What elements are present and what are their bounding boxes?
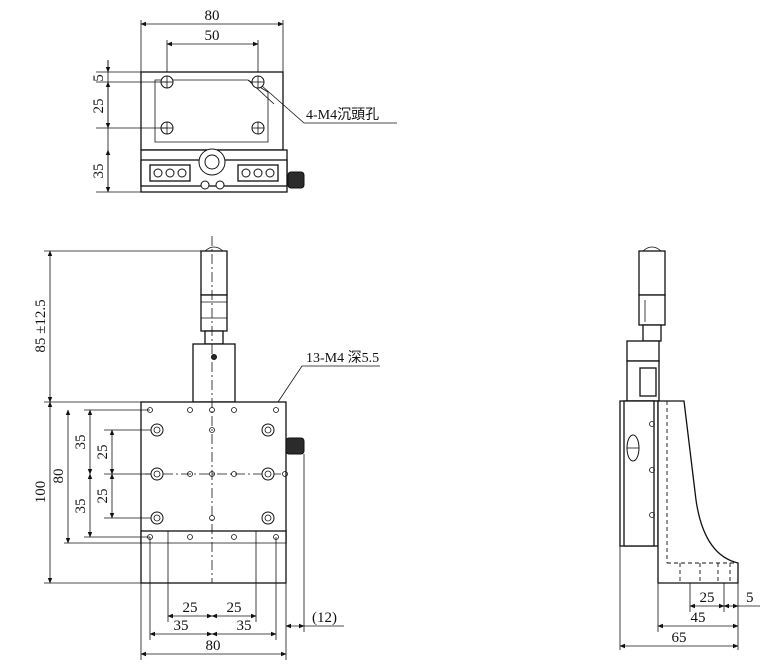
counterbore-hole (261, 511, 275, 525)
dim-foot-hole-spacing: 25 (700, 590, 715, 606)
dim-row-spacing-lower: 35 (73, 499, 89, 514)
side-bracket (657, 400, 739, 584)
dim-overall-depth: 65 (672, 630, 687, 646)
dim-total-height: 100 (33, 481, 49, 504)
dim-knob-offset: (12) (312, 610, 337, 626)
dim-top-hole-pitch: 25 (91, 99, 107, 114)
micrometer-sleeve (192, 343, 236, 403)
note-threaded-holes: 13-M4 深5.5 (306, 350, 379, 366)
counterbore-hole (251, 121, 265, 135)
dim-inner-spacing-upper: 25 (95, 445, 111, 460)
counterbore-hole (261, 467, 275, 481)
counterbore-hole (261, 423, 275, 437)
dim-top-width-holes: 50 (205, 28, 220, 44)
dim-col-outer-right: 35 (237, 618, 252, 634)
dim-col-inner-right: 25 (227, 600, 242, 616)
counterbore-hole (150, 467, 164, 481)
dim-micrometer-height: 85 ±12.5 (33, 299, 49, 352)
dim-table-height: 80 (51, 469, 67, 484)
front-view: 13-M4 深5.5 85 ±12.5 100 80 35 35 25 25 (33, 236, 380, 660)
dim-bottom-width: 80 (206, 638, 221, 654)
dim-inner-spacing-lower: 25 (95, 489, 111, 504)
dim-col-outer-left: 35 (174, 618, 189, 634)
counterbore-hole (150, 511, 164, 525)
micrometer-thimble (200, 250, 228, 296)
dim-top-base-depth: 35 (91, 164, 107, 179)
note-counterbore-holes: 4-M4沉頭孔 (306, 107, 379, 123)
side-view: 25 5 45 65 (619, 246, 760, 650)
dim-row-spacing-upper: 35 (73, 435, 89, 450)
dim-top-width-outer: 80 (205, 8, 220, 24)
dim-top-edge-offset: 5 (91, 74, 107, 82)
lock-knob-icon (287, 171, 305, 189)
dim-col-inner-left: 25 (183, 600, 198, 616)
dim-foot-length: 45 (691, 610, 706, 626)
lock-knob-icon (285, 437, 305, 455)
front-base-block (140, 530, 287, 584)
side-micrometer-thimble (638, 250, 666, 296)
counterbore-hole (251, 75, 265, 89)
counterbore-hole (150, 423, 164, 437)
dim-foot-edge: 5 (746, 590, 754, 606)
top-view: 80 50 (91, 8, 397, 193)
